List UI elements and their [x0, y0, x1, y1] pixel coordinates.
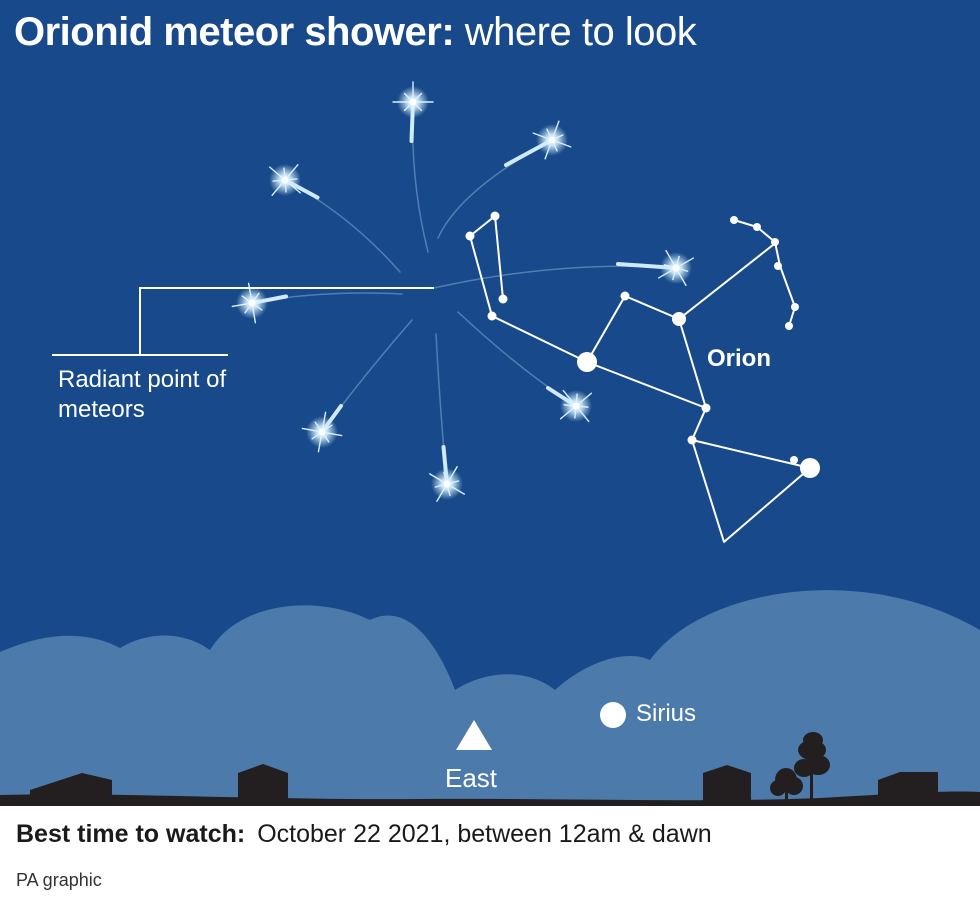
orion-star: [771, 238, 779, 246]
orion-star: [490, 211, 500, 221]
cloud-bank: [0, 590, 980, 806]
best-time-value: October 22 2021, between 12am & dawn: [257, 820, 712, 848]
orion-star: [790, 456, 798, 464]
orion-star: [498, 294, 508, 304]
meteor: [429, 333, 465, 502]
meteor-streaks: [231, 81, 695, 502]
orion-star: [753, 223, 761, 231]
meteor: [269, 164, 401, 273]
meteor: [301, 319, 413, 453]
meteor: [231, 282, 403, 324]
orion-star: [577, 352, 597, 372]
best-time-label: Best time to watch:: [16, 820, 246, 848]
orion-label: Orion: [707, 345, 771, 372]
east-direction-icon: [456, 720, 492, 750]
orion-star: [687, 435, 697, 445]
meteor: [392, 81, 434, 253]
orion-star: [774, 262, 782, 270]
orion-star: [800, 458, 820, 478]
radiant-point-label: Radiant point of meteors: [58, 366, 227, 423]
best-time: Best time to watch: October 22 2021, betw…: [16, 818, 712, 850]
sirius-star: [600, 702, 626, 728]
house-right: [703, 773, 751, 803]
orion-stars: [465, 211, 820, 478]
headline-regular: where to look: [464, 10, 697, 54]
footer: Best time to watch: October 22 2021, betw…: [0, 806, 980, 900]
credit: PA graphic: [16, 870, 102, 890]
orion-star: [701, 403, 711, 413]
headline-bold: Orionid meteor shower:: [14, 10, 455, 54]
sirius-label: Sirius: [636, 700, 697, 727]
meteor: [457, 311, 593, 423]
meteor: [433, 249, 695, 289]
east-label: East: [445, 763, 498, 793]
orion-star: [487, 311, 497, 321]
radiant-pointer: [52, 287, 434, 356]
house-far-right: [878, 772, 938, 800]
headline: Orionid meteor shower: where to look: [14, 6, 697, 58]
orion-star: [620, 291, 630, 301]
tree-tall: [794, 732, 830, 803]
orion-star: [791, 303, 799, 311]
meteor: [437, 120, 572, 239]
orion-star: [465, 231, 475, 241]
house-center: [238, 773, 288, 803]
orion-star: [672, 312, 686, 326]
tree-short: [770, 768, 803, 803]
house-left: [30, 773, 112, 800]
orion-star: [785, 322, 793, 330]
orion-star: [730, 216, 738, 224]
ground-silhouette: [0, 732, 980, 806]
